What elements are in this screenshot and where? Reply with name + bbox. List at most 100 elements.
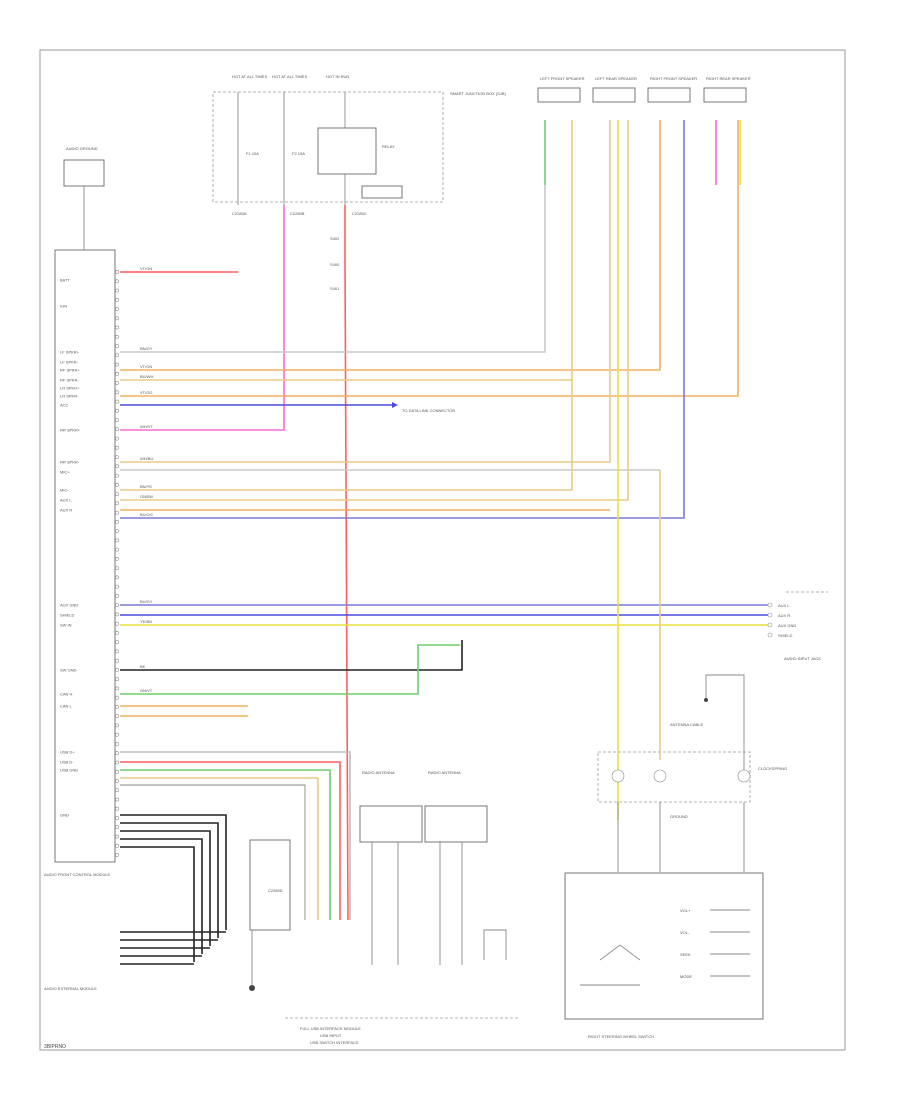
wire-can — [120, 644, 460, 695]
pin-46 — [115, 686, 119, 691]
audio-external-module-label: AUDIO EXTERNAL MODULE — [44, 986, 97, 991]
fuse-1-label: F1 10A — [246, 151, 259, 156]
hot-at-all-times-1-label: HOT AT ALL TIMES — [232, 74, 267, 79]
right-front-speaker-label: RIGHT FRONT SPEAKER — [650, 76, 697, 81]
pin-52 — [115, 742, 119, 746]
pin-56 — [115, 779, 119, 783]
pin-label: BATT — [60, 278, 70, 283]
pin-label: IGN — [60, 304, 67, 309]
audio-ground-label: AUDIO GROUND — [66, 146, 98, 151]
pin-18 — [115, 427, 119, 432]
pin-1 — [115, 270, 119, 274]
pin-label: ACC — [60, 403, 69, 408]
wire-lf-pos — [120, 185, 546, 353]
pin-58 — [115, 797, 119, 802]
pin-23 — [115, 473, 119, 478]
pin-20 — [115, 445, 119, 450]
pin-label: RR SPKR- — [60, 460, 80, 465]
data-link: TO DATA LINK CONNECTOR — [392, 402, 455, 413]
pin-60 — [115, 816, 119, 820]
wire-rf-pos — [120, 120, 661, 371]
pin-15 — [115, 399, 119, 404]
pin-57 — [115, 788, 119, 793]
switch-label: MODE — [680, 974, 692, 979]
pin-63 — [115, 843, 119, 848]
code-aux-r: YE/BN — [140, 619, 152, 624]
pin-label: CAN L — [60, 704, 73, 709]
pin-25 — [115, 492, 119, 497]
wire-rf-neg — [120, 120, 739, 397]
pin-label: RF SPKR+ — [60, 368, 80, 373]
jack-label: AUX R — [778, 613, 790, 618]
left-front-speaker-box — [537, 87, 581, 103]
diagram-frame — [39, 49, 846, 1051]
wire-bottom-gray — [120, 751, 351, 920]
pin-11 — [115, 362, 119, 367]
usb-connector-label: FULL USB INTERFACE MODULE — [300, 1026, 361, 1031]
pin-label: SW GND — [60, 668, 77, 673]
code-rr-n: BU/OG — [140, 512, 153, 517]
audio-unit-pins — [115, 270, 119, 857]
pin-9 — [115, 344, 119, 348]
pin-34 — [115, 575, 119, 580]
pin-51 — [115, 732, 119, 737]
jack-label: AUX L — [778, 603, 790, 608]
pin-7 — [115, 325, 119, 330]
wire-code-labels: VT/GN BN/GY VT/GN BU/WH VT/OG WH/VT WH/B… — [140, 266, 153, 693]
pin-10 — [115, 353, 119, 358]
pin-label: SHIELD — [60, 613, 75, 618]
wire-shield — [120, 640, 463, 671]
wire-relay-feed — [344, 205, 349, 921]
hot-in-run-label: HOT IN RUN — [326, 74, 349, 79]
audio-input-jack-label: AUDIO INPUT JACK — [784, 656, 821, 661]
switch-label: SEEK — [680, 952, 691, 957]
pin-55 — [115, 769, 119, 774]
code-can: GN/VT — [140, 688, 153, 693]
pin-26 — [115, 501, 119, 506]
harness-wires — [120, 120, 770, 962]
pin-37 — [115, 603, 119, 608]
usb-bundle-1 — [120, 814, 227, 930]
pin-31 — [115, 547, 119, 552]
pin-label: LF SPKR+ — [60, 350, 80, 355]
data-link-label: TO DATA LINK CONNECTOR — [402, 408, 455, 413]
switch-label: VOL+ — [680, 908, 691, 913]
usb-connector: FULL USB INTERFACE MODULE USB INPUT USB … — [249, 839, 518, 1045]
pin-label: LR SPKR- — [60, 394, 79, 399]
pin-12 — [115, 371, 119, 376]
pin-4 — [115, 297, 119, 302]
splice-s2: S401 — [330, 286, 340, 291]
pin-2 — [115, 279, 119, 284]
steering-ground-label: GROUND — [670, 814, 688, 819]
left-rear-speaker-box — [592, 87, 636, 103]
splice-labels: S400 S401 S402 — [330, 236, 340, 291]
pin-label: USB D+ — [60, 750, 75, 755]
pin-53 — [115, 751, 119, 756]
connector-c1-label: C2280A — [232, 211, 247, 216]
pin-41 — [115, 640, 119, 645]
right-front-speaker-box — [647, 87, 691, 103]
antenna-cable-label: ANTENNA CABLE — [670, 722, 703, 727]
usb-bundle-3 — [120, 830, 211, 946]
pin-61 — [115, 825, 119, 830]
pin-label: USB D- — [60, 760, 74, 765]
relay-box — [317, 127, 377, 175]
wire-bottom-red — [120, 761, 341, 920]
pin-42 — [115, 649, 119, 654]
pin-33 — [115, 566, 119, 571]
pin-13 — [115, 381, 119, 385]
pin-14 — [115, 390, 119, 395]
pin-40 — [115, 631, 119, 635]
wire-ign — [120, 205, 285, 431]
wire-lr-neg — [120, 120, 611, 463]
pin-32 — [115, 557, 119, 561]
wire-rr-neg — [120, 380, 573, 491]
code-lr-n: BN/YE — [140, 484, 152, 489]
wire-bottom-thin — [120, 784, 306, 920]
pin-24 — [115, 482, 119, 487]
pin-43 — [115, 658, 119, 663]
switch-label: VOL- — [680, 930, 690, 935]
pin-label: AUX GND — [60, 603, 78, 608]
